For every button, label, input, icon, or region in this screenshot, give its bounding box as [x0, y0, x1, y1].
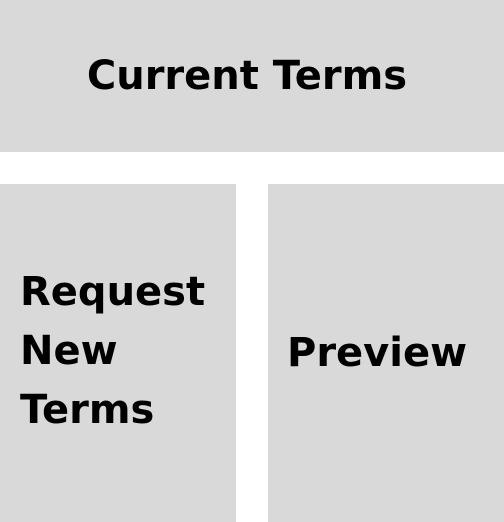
request-new-terms-button[interactable]: Request New Terms	[0, 184, 236, 522]
preview-button[interactable]: Preview	[268, 184, 504, 522]
current-terms-button[interactable]: Current Terms	[0, 0, 504, 152]
current-terms-label: Current Terms	[86, 53, 408, 99]
request-new-terms-label: Request New Terms	[20, 268, 206, 433]
preview-label: Preview	[287, 330, 468, 376]
